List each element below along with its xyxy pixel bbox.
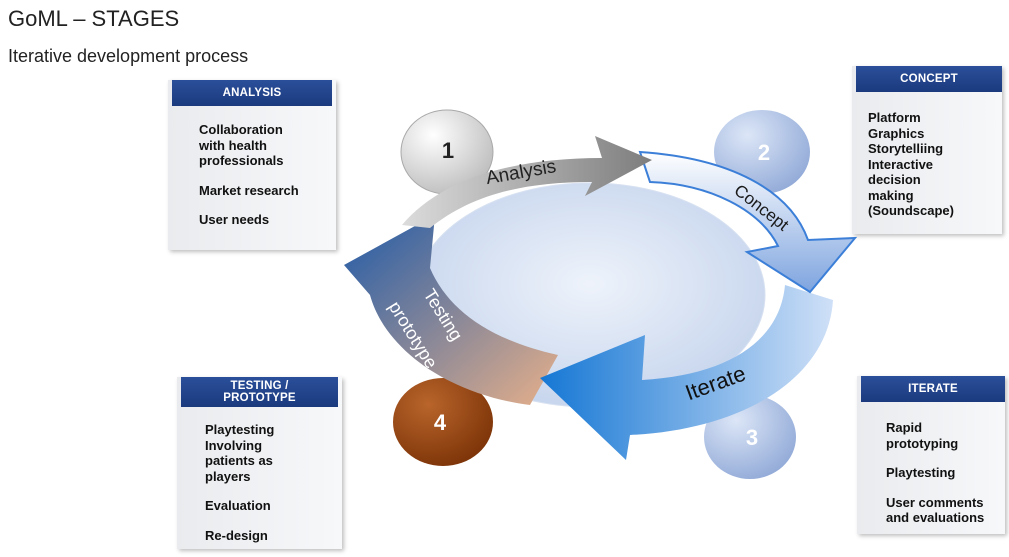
testing-item: Evaluation [205,498,271,513]
analysis-item: Collaboration with health professionals [199,122,284,168]
slide-subtitle: Iterative development process [8,46,249,66]
analysis-panel-header: ANALYSIS [172,80,332,106]
iterate-panel: ITERATE Rapid prototyping Playtesting Us… [857,376,1005,534]
iterate-panel-header: ITERATE [861,376,1005,402]
testing-item: Re-design [205,527,268,543]
testing-item: Playtesting Involving patients as player… [205,422,275,484]
testing-panel-body: Playtesting Involving patients as player… [177,422,342,557]
iterate-arrow [540,285,833,460]
testing-panel-header: TESTING / PROTOTYPE [181,377,338,407]
slide-title: GoML – STAGES [8,6,180,31]
iterate-item: User comments and evaluations [886,494,985,526]
step-3-number: 3 [746,425,758,450]
testing-panel: TESTING / PROTOTYPE Playtesting Involvin… [177,377,342,549]
concept-panel-body: Platform Graphics Storytelliing Interact… [852,110,1002,233]
iterate-panel-body: Rapid prototyping Playtesting User comme… [857,420,1005,540]
testing-arrow [344,215,558,405]
iterate-item: Rapid prototyping [886,420,959,451]
step-4-ball [393,378,493,466]
cycle-diagram: 1 2 3 4 Analysis Concept Iterate Testing… [344,109,858,479]
concept-arrow [638,150,858,294]
concept-item: Platform Graphics Storytelliing Interact… [868,110,954,218]
analysis-item: Market research [199,182,299,198]
concept-panel: CONCEPT Platform Graphics Storytelliing … [852,66,1002,234]
step-4-number: 4 [434,410,447,435]
step-1-number: 1 [442,138,454,163]
analysis-item: User needs [199,212,270,227]
iterate-item: Playtesting [886,465,956,480]
concept-panel-header: CONCEPT [856,66,1002,92]
analysis-panel-body: Collaboration with health professionals … [168,122,336,242]
step-2-number: 2 [758,140,770,165]
analysis-panel: ANALYSIS Collaboration with health profe… [168,80,336,250]
analysis-arrow [402,136,652,228]
